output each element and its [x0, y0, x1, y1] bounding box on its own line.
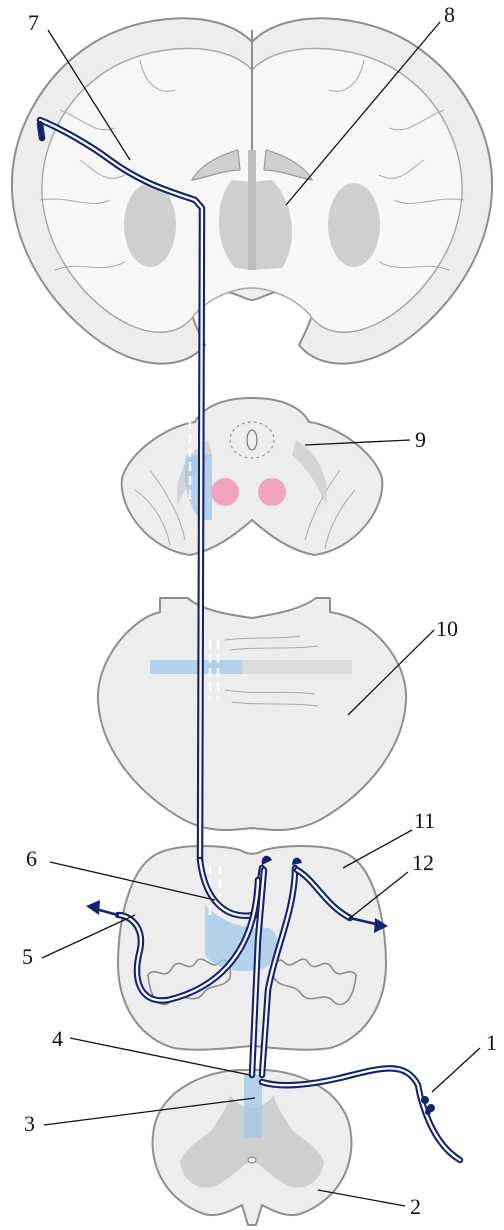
red-nucleus-left [211, 478, 239, 506]
label-10: 10 [436, 616, 458, 641]
spinal-cord-section [153, 1070, 352, 1225]
label-2: 2 [410, 1194, 421, 1219]
label-1: 1 [486, 1030, 497, 1055]
label-9: 9 [415, 427, 426, 452]
midbrain-section [122, 398, 383, 555]
label-12: 12 [412, 850, 434, 875]
label-7: 7 [28, 10, 39, 35]
label-6: 6 [26, 846, 37, 871]
red-nucleus-right [258, 478, 286, 506]
brain-coronal-section [12, 18, 492, 363]
label-4: 4 [52, 1026, 63, 1051]
label-8: 8 [444, 2, 455, 27]
label-5: 5 [22, 944, 33, 969]
pons-section [98, 598, 406, 830]
label-11: 11 [414, 808, 435, 833]
label-3: 3 [24, 1111, 35, 1136]
